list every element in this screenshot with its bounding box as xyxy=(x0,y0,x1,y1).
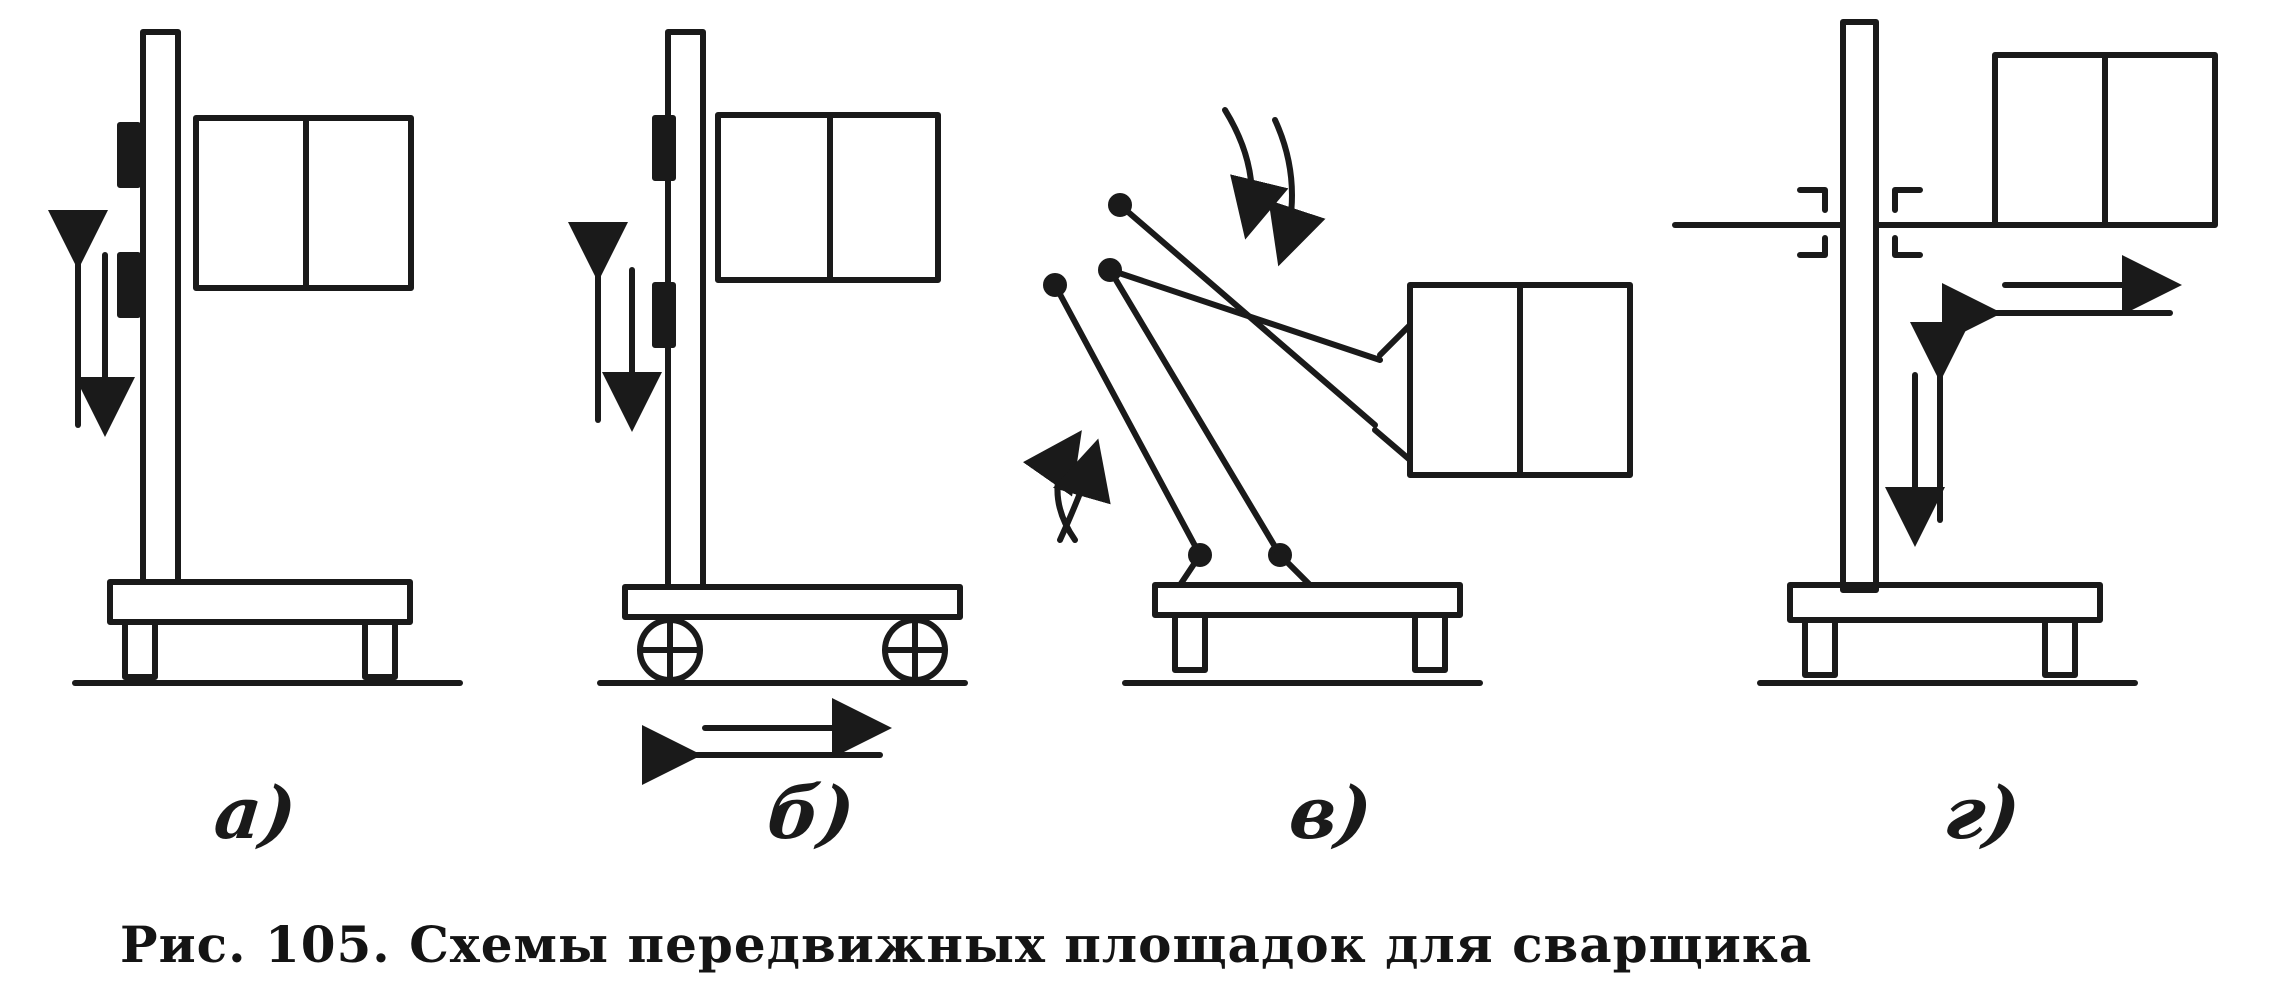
rotate-arrow xyxy=(1052,438,1111,543)
panel-g-scheme xyxy=(1672,19,2218,686)
support-foot xyxy=(362,619,398,680)
panel-a-scheme xyxy=(48,29,463,686)
base-frame xyxy=(1152,582,1463,618)
panel-a-label: а) xyxy=(210,770,301,855)
panel-v-label: в) xyxy=(1285,770,1376,855)
lower-boom xyxy=(1052,282,1203,558)
panel-g-label: г) xyxy=(1940,770,2025,855)
support-foot xyxy=(1412,612,1448,673)
mast xyxy=(1840,19,1879,593)
support-foot xyxy=(1172,612,1208,673)
panel-b-label: б) xyxy=(763,770,859,855)
figure-caption: Рис. 105. Схемы передвижных площадок для… xyxy=(120,915,1813,974)
lower-boom xyxy=(1107,267,1283,558)
upper-boom xyxy=(1117,202,1378,428)
rotate-arrow xyxy=(1268,117,1326,267)
base-frame xyxy=(107,579,413,625)
rotate-arrow xyxy=(1222,107,1289,240)
support-foot xyxy=(122,619,158,680)
panel-v-scheme xyxy=(1022,107,1633,686)
carriage-guide xyxy=(117,252,141,318)
carriage-guide xyxy=(117,122,141,188)
panel-b-scheme xyxy=(568,29,968,785)
support-foot xyxy=(1802,617,1838,678)
base-frame xyxy=(1787,582,2103,623)
carriage-guide xyxy=(652,115,676,181)
support-foot xyxy=(2042,617,2078,678)
base-frame xyxy=(622,584,963,620)
mast xyxy=(140,29,181,585)
carriage-guide xyxy=(652,282,676,348)
